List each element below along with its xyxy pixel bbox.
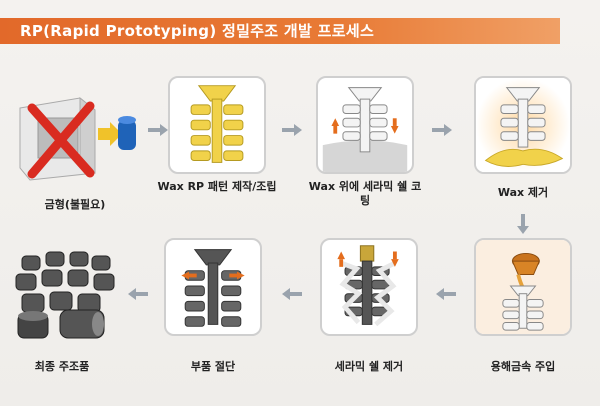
arrow-right-3 <box>432 122 452 136</box>
wax-pattern-icon <box>190 85 244 163</box>
wax-removal-icon <box>476 78 570 172</box>
arrow-right-2 <box>282 122 302 136</box>
step-6-box <box>320 238 418 336</box>
step-3-box <box>316 76 414 174</box>
step-5-label: 용해금속 주입 <box>490 360 556 373</box>
arrow-left-5 <box>436 286 456 300</box>
part-cutting-icon <box>181 249 245 327</box>
shell-removal-icon <box>337 245 399 327</box>
title-bar: RP(Rapid Prototyping) 정밀주조 개발 프로세스 <box>0 18 560 44</box>
step-3-label: Wax 위에 세라믹 쉘 코팅 <box>308 180 422 207</box>
mold-crossed-icon <box>19 96 136 181</box>
step-5-box <box>474 238 572 336</box>
step-6-label: 세라믹 쉘 제거 <box>334 360 404 373</box>
final-castings-icon <box>15 251 115 339</box>
arrow-left-6 <box>282 286 302 300</box>
step-2-box <box>168 76 266 174</box>
arrow-down-4 <box>516 214 530 234</box>
shell-coating-icon <box>322 87 408 172</box>
page-title: RP(Rapid Prototyping) 정밀주조 개발 프로세스 <box>20 22 375 40</box>
step-8-image <box>8 238 120 348</box>
step-4-box <box>474 76 572 174</box>
arrow-right-1 <box>148 122 168 136</box>
step-7-box <box>164 238 262 336</box>
step-1-label: 금형(불필요) <box>44 198 106 211</box>
metal-pour-icon <box>476 240 570 334</box>
step-1-mold-image <box>10 78 140 188</box>
step-7-label: 부품 절단 <box>190 360 236 373</box>
step-2-label: Wax RP 패턴 제작/조립 <box>157 180 277 193</box>
step-4-label: Wax 제거 <box>497 186 549 199</box>
arrow-left-7 <box>128 286 148 300</box>
step-8-label: 최종 주조품 <box>34 360 90 373</box>
